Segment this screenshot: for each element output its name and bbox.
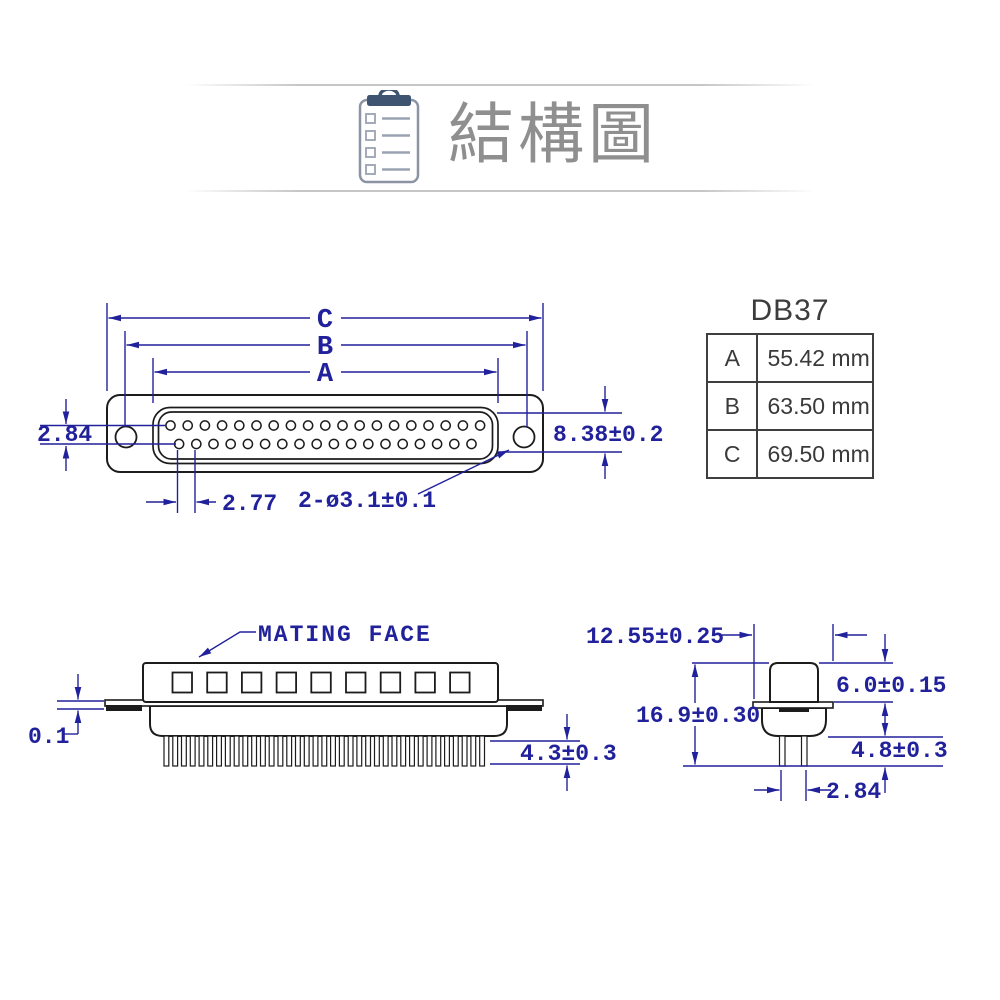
dim-text-end-shell-height: 6.0±0.15	[836, 673, 946, 699]
dim-text-flange-width: 12.55±0.25	[586, 624, 724, 650]
dim-text-end-pin-length: 4.8±0.3	[851, 738, 948, 764]
dim-flange-width: 12.55±0.25	[586, 624, 867, 699]
mount-hole-left	[114, 425, 138, 449]
dim-end-pin-pitch: 2.84	[754, 770, 881, 805]
dim-text-mount-holes: 2-ø3.1±0.1	[298, 488, 436, 514]
dim-text-side-pin-length: 4.3±0.3	[520, 741, 617, 767]
dim-pin-pitch: 2.77	[146, 450, 277, 517]
spec-table: DB37 A 55.42 mm B 63.50 mm C 69.50 mm	[705, 294, 874, 479]
spec-table-title: DB37	[750, 294, 830, 327]
clipboard-icon	[358, 90, 420, 184]
mating-face-label: MATING FACE	[258, 622, 432, 648]
solder-pins	[163, 735, 486, 767]
dim-end-shell-height: 6.0±0.15	[819, 634, 946, 736]
gasket-line	[779, 708, 809, 712]
end-view-pins	[778, 735, 808, 767]
contact-pins	[165, 420, 486, 450]
socket-openings	[171, 671, 471, 694]
flange-tab-right	[506, 705, 542, 711]
row-label: B	[705, 381, 759, 431]
mount-hole-right	[512, 425, 536, 449]
dim-a: A	[152, 358, 499, 403]
dim-side-pin-length: 4.3±0.3	[490, 714, 617, 791]
dim-text-overall-height: 16.9±0.30	[636, 703, 760, 729]
mating-face-callout: MATING FACE	[198, 622, 432, 658]
dim-text-pin-pitch: 2.77	[222, 491, 277, 517]
table-row: A 55.42 mm	[705, 333, 874, 383]
dim-shell-height: 8.38±0.2	[497, 386, 663, 479]
page-title: 結構圖	[448, 97, 658, 171]
dim-label-b: B	[317, 333, 333, 363]
dim-text-shell-height: 8.38±0.2	[553, 422, 663, 448]
dim-label-c: C	[317, 306, 333, 336]
dim-end-pin-length: 4.8±0.3	[828, 736, 948, 793]
banner-bottom-line	[185, 190, 815, 192]
dim-overall-height: 16.9±0.30	[636, 662, 943, 767]
dim-gasket: 0.1	[28, 674, 104, 750]
dim-text-end-pin-pitch: 2.84	[826, 779, 881, 805]
dim-mount-holes: 2-ø3.1±0.1	[298, 449, 510, 514]
banner-top-line	[185, 84, 815, 86]
end-view: 12.55±0.25 6.0±0.15 16.9±0.30	[586, 624, 948, 805]
front-view: C B A	[37, 303, 663, 517]
dim-c: C	[106, 303, 544, 391]
dim-b: B	[124, 331, 528, 427]
row-label: C	[705, 429, 759, 479]
row-value: 63.50 mm	[756, 381, 874, 431]
dim-label-a: A	[317, 360, 334, 390]
dim-text-gasket: 0.1	[28, 724, 69, 750]
dim-row-spacing: 2.84	[37, 399, 176, 471]
side-view: MATING FACE 0.1 4.3±0.3	[28, 622, 617, 791]
row-label: A	[705, 333, 759, 383]
table-row: C 69.50 mm	[705, 429, 874, 479]
row-value: 55.42 mm	[756, 333, 874, 383]
dim-text-row-spacing: 2.84	[37, 422, 92, 448]
row-value: 69.50 mm	[756, 429, 874, 479]
table-row: B 63.50 mm	[705, 381, 874, 431]
flange-tab-left	[106, 705, 142, 711]
